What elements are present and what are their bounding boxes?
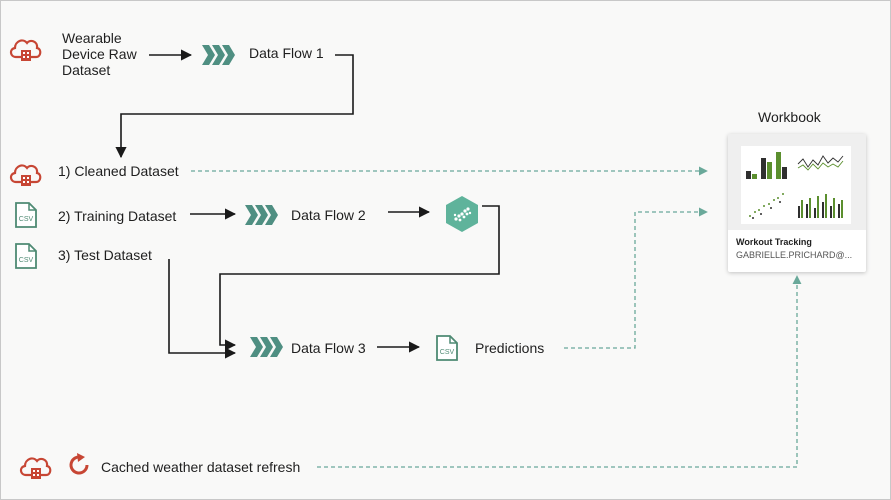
cached-refresh-label: Cached weather dataset refresh xyxy=(101,459,301,475)
csv-label: CSV xyxy=(440,349,455,356)
data-flow-1-label: Data Flow 1 xyxy=(249,45,324,61)
training-dataset-label: 2) Training Dataset xyxy=(58,208,177,224)
raw-dataset-label: Wearable Device Raw Dataset xyxy=(62,30,137,78)
csv-label: CSV xyxy=(19,216,34,223)
workbook-card[interactable]: Workout Tracking GABRIELLE.PRICHARD@... xyxy=(728,134,866,272)
arrow-flow1-to-cleaned xyxy=(115,54,354,159)
csv-file-icon: CSV xyxy=(15,202,37,228)
predictions-label: Predictions xyxy=(475,340,545,356)
dashed-predictions-to-workbook xyxy=(564,207,708,349)
refresh-icon xyxy=(69,453,89,475)
workbook-heading: Workbook xyxy=(758,109,821,125)
data-flow-icon xyxy=(245,205,278,225)
workbook-title: Workout Tracking xyxy=(736,237,812,247)
data-flow-2-label: Data Flow 2 xyxy=(291,207,366,223)
cleaned-dataset-label: 1) Cleaned Dataset xyxy=(58,163,179,179)
csv-label: CSV xyxy=(19,257,34,264)
cloud-database-icon xyxy=(19,457,52,479)
dashed-refresh-to-workbook xyxy=(317,275,802,468)
data-flow-icon xyxy=(250,337,283,357)
arrow-model-to-flow3 xyxy=(219,205,500,351)
ml-model-icon xyxy=(446,196,478,232)
csv-file-icon: CSV xyxy=(15,243,37,269)
workbook-owner: GABRIELLE.PRICHARD@... xyxy=(736,250,853,260)
test-dataset-label: 3) Test Dataset xyxy=(58,247,152,263)
cloud-database-icon xyxy=(9,164,42,186)
cloud-database-icon xyxy=(9,39,42,61)
workbook-thumbnail xyxy=(728,134,866,230)
data-flow-3-label: Data Flow 3 xyxy=(291,340,366,356)
data-flow-icon xyxy=(202,45,235,65)
arrow-test-to-flow3 xyxy=(168,259,237,359)
csv-file-icon: CSV xyxy=(436,335,458,361)
